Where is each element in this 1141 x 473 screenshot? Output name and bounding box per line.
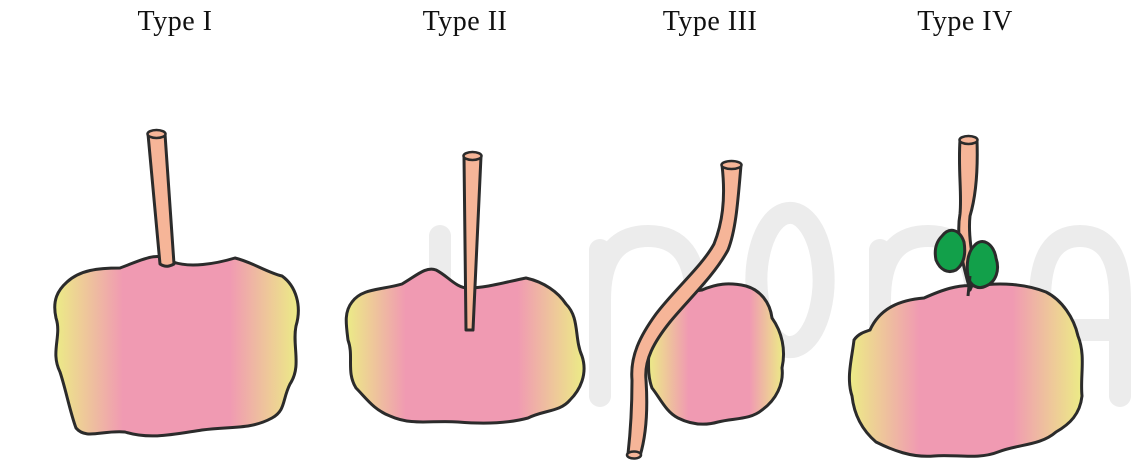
tube-end-opening [627, 452, 641, 459]
tube-shape [148, 134, 174, 266]
type-iv-panel: Type IV [830, 0, 1100, 473]
type-iii-panel: Type III [610, 0, 810, 473]
sac-shape [55, 256, 299, 435]
tube-opening [148, 130, 166, 138]
tube-opening [960, 136, 978, 144]
sac-shape [849, 284, 1082, 456]
tube-opening [722, 161, 742, 169]
type-i-panel: Type I [40, 0, 310, 473]
left-green-lobe [935, 230, 964, 271]
right-green-lobe [967, 242, 997, 288]
type-iv-diagram [830, 0, 1100, 473]
attachment-mark [968, 276, 970, 296]
type-i-diagram [40, 0, 310, 473]
type-ii-diagram [330, 0, 600, 473]
type-iii-diagram [610, 0, 810, 473]
type-ii-panel: Type II [330, 0, 600, 473]
tube-opening [464, 152, 482, 160]
